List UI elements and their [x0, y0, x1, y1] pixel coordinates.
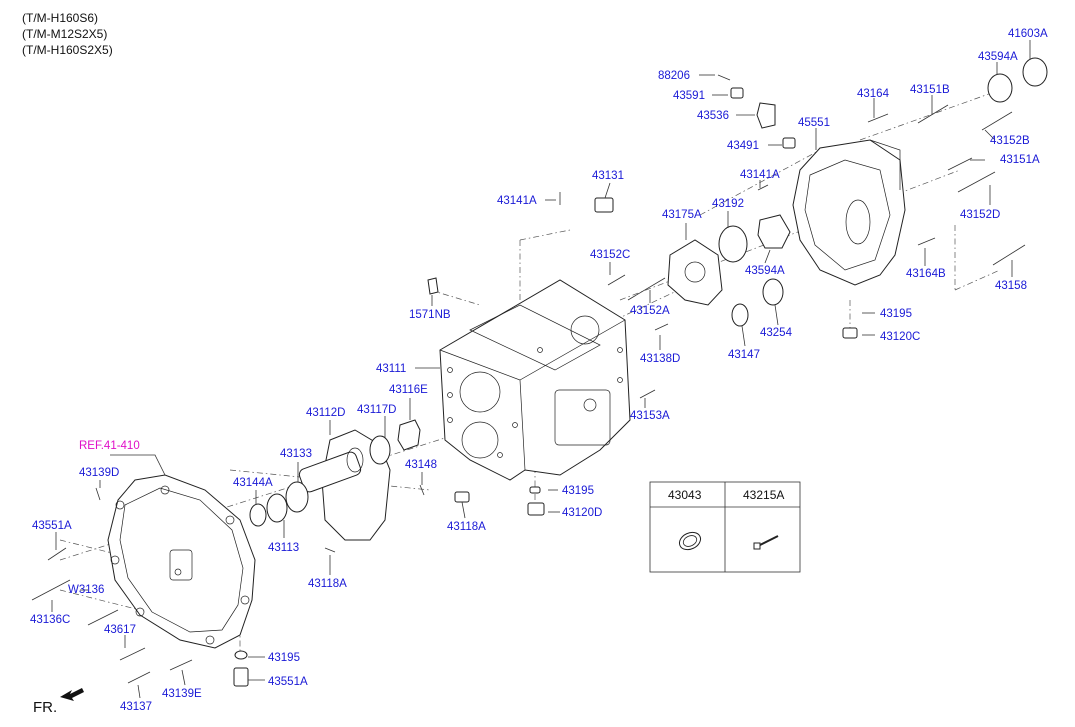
label-43117D[interactable]: 43117D — [357, 404, 396, 416]
label-43116E[interactable]: 43116E — [389, 384, 428, 396]
clutch-housing — [107, 474, 256, 649]
label-43151B[interactable]: 43151B — [910, 84, 950, 96]
label-43192[interactable]: 43192 — [712, 198, 744, 210]
label-43594A-top[interactable]: 43594A — [978, 51, 1018, 63]
label-43152B[interactable]: 43152B — [990, 135, 1030, 147]
extension-housing — [792, 139, 906, 286]
label-43164[interactable]: 43164 — [857, 88, 890, 100]
model-line-2: (T/M-M12S2X5) — [22, 27, 107, 41]
label-43144A[interactable]: 43144A — [233, 477, 273, 489]
label-43164B[interactable]: 43164B — [906, 268, 946, 280]
label-43175A[interactable]: 43175A — [662, 209, 702, 221]
label-41603A[interactable]: 41603A — [1008, 28, 1048, 40]
label-43152D[interactable]: 43152D — [960, 209, 1000, 221]
label-43136C[interactable]: 43136C — [30, 614, 70, 626]
label-43141A-left[interactable]: 43141A — [497, 195, 537, 207]
cover-plate — [667, 239, 723, 306]
label-43139D[interactable]: 43139D — [79, 467, 119, 479]
label-43617[interactable]: 43617 — [104, 624, 136, 636]
label-43153A[interactable]: 43153A — [630, 410, 670, 422]
label-43113[interactable]: 43113 — [268, 542, 299, 554]
front-label: FR. — [33, 699, 57, 716]
bolt-icon — [753, 535, 779, 550]
front-arrow-icon — [60, 688, 84, 701]
label-43195-right[interactable]: 43195 — [880, 308, 912, 320]
label-43536[interactable]: 43536 — [697, 110, 729, 122]
label-43195-mid[interactable]: 43195 — [562, 485, 594, 497]
label-88206[interactable]: 88206 — [658, 70, 690, 82]
label-43158[interactable]: 43158 — [995, 280, 1027, 292]
transmission-case — [439, 279, 631, 481]
legend-table: 43043 43215A — [649, 481, 801, 573]
bolts — [31, 74, 1026, 687]
label-43131[interactable]: 43131 — [592, 170, 624, 182]
label-43111[interactable]: 43111 — [376, 363, 406, 375]
label-1571NB[interactable]: 1571NB — [409, 309, 451, 321]
label-43137[interactable]: 43137 — [120, 701, 152, 713]
seal-ring-icon — [678, 531, 702, 551]
label-43139E[interactable]: 43139E — [162, 688, 202, 700]
label-43118A-mid[interactable]: 43118A — [447, 521, 486, 533]
label-43112D[interactable]: 43112D — [306, 407, 345, 419]
label-43551A-bottom[interactable]: 43551A — [268, 676, 308, 688]
label-43133[interactable]: 43133 — [280, 448, 312, 460]
label-43120D[interactable]: 43120D — [562, 507, 602, 519]
label-45551[interactable]: 45551 — [798, 117, 830, 129]
label-43138D[interactable]: 43138D — [640, 353, 680, 365]
seal-rings — [249, 57, 1048, 527]
model-list: (T/M-H160S6) (T/M-M12S2X5) (T/M-H160S2X5… — [22, 11, 113, 57]
label-43152C[interactable]: 43152C — [590, 249, 630, 261]
label-43594A-mid[interactable]: 43594A — [745, 265, 785, 277]
label-43148[interactable]: 43148 — [405, 459, 437, 471]
label-43551A-left[interactable]: 43551A — [32, 520, 72, 532]
label-W3136[interactable]: W3136 — [68, 584, 104, 596]
label-43491[interactable]: 43491 — [727, 140, 759, 152]
label-43118A-low[interactable]: 43118A — [308, 578, 347, 590]
label-43152A[interactable]: 43152A — [630, 305, 670, 317]
label-43195-bottom[interactable]: 43195 — [268, 652, 300, 664]
front-indicator: FR. — [33, 688, 84, 716]
label-43151A[interactable]: 43151A — [1000, 154, 1040, 166]
leader-lines — [51, 40, 1031, 699]
label-43254[interactable]: 43254 — [760, 327, 793, 339]
label-ref-41-410[interactable]: REF.41-410 — [79, 440, 140, 452]
model-line-1: (T/M-H160S6) — [22, 11, 98, 25]
label-43591[interactable]: 43591 — [673, 90, 705, 102]
label-43141A-right[interactable]: 43141A — [740, 169, 780, 181]
legend-col-43215A: 43215A — [743, 488, 784, 502]
legend-col-43043: 43043 — [668, 488, 702, 502]
label-43120C[interactable]: 43120C — [880, 331, 920, 343]
part-labels: 88206 43591 43536 43491 43164 43151B 455… — [30, 28, 1048, 713]
label-43147[interactable]: 43147 — [728, 349, 760, 361]
model-line-3: (T/M-H160S2X5) — [22, 43, 113, 57]
